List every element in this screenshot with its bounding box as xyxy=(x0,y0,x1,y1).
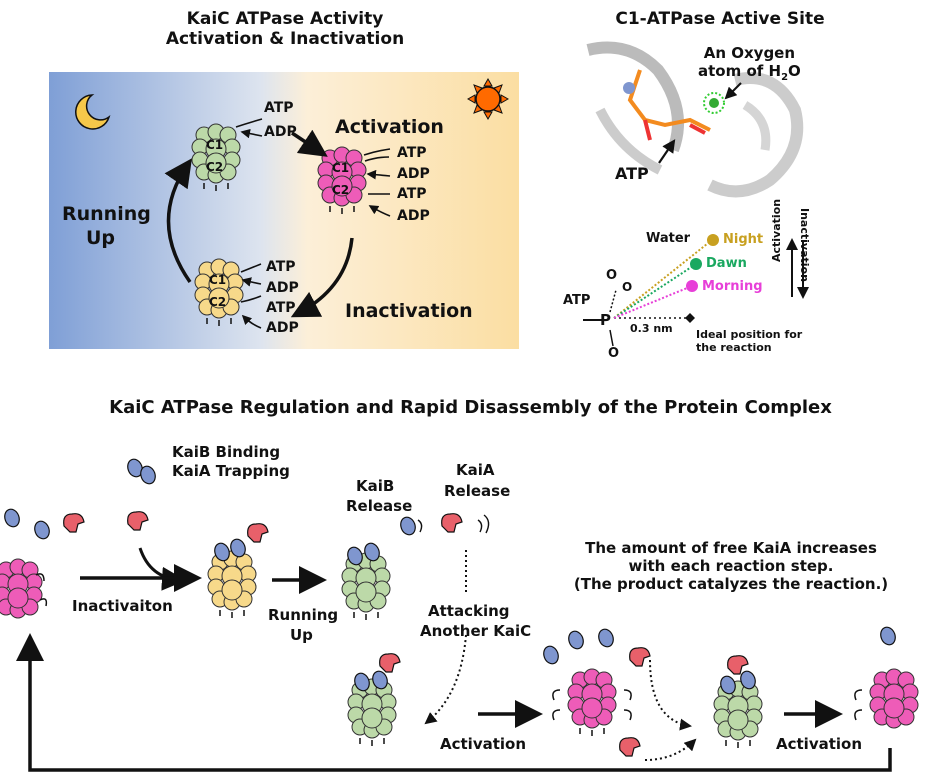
atp-label-pink-2: ATP xyxy=(397,186,427,202)
activation-label: Activation xyxy=(335,116,444,138)
running-up-label-2: Up xyxy=(290,626,313,644)
atp-label-green: ATP xyxy=(264,100,294,116)
panel-a-title: KaiC ATPase Activity Activation & Inacti… xyxy=(100,9,470,49)
oxygen-sub: 2 xyxy=(781,72,789,83)
activation-axis-label: Activation xyxy=(770,198,783,262)
o-label-top: O xyxy=(606,268,618,283)
o-label-mid: O xyxy=(622,280,633,294)
c1-label-pink: C1 xyxy=(332,161,350,175)
morning-label: Morning xyxy=(702,279,763,294)
attacking-label-2: Another KaiC xyxy=(420,622,532,640)
note-line1: The amount of free KaiA increases xyxy=(585,539,877,557)
o-label-bottom: O xyxy=(608,346,620,361)
adp-label-yellow-2: ADP xyxy=(266,320,299,336)
note-line3: (The product catalyzes the reaction.) xyxy=(573,575,889,593)
adp-label-yellow-1: ADP xyxy=(266,280,299,296)
atp-label-yellow-1: ATP xyxy=(266,259,296,275)
panel-c-title: KaiC ATPase Regulation and Rapid Disasse… xyxy=(109,397,832,418)
activation-label-c1: Activation xyxy=(440,735,527,753)
distance-label: 0.3 nm xyxy=(630,322,673,335)
night-label: Night xyxy=(723,232,764,247)
running-up-label-1: Running xyxy=(268,606,339,624)
oxygen-suffix: O xyxy=(788,62,801,80)
panel-a-title-line1: KaiC ATPase Activity xyxy=(186,9,384,29)
atp-label-yellow-2: ATP xyxy=(266,300,296,316)
kaia-release-label-1: KaiA xyxy=(456,461,495,479)
ideal-line2: the reaction xyxy=(696,341,772,354)
c2-label-pink: C2 xyxy=(332,183,350,197)
regulation-cycle xyxy=(0,456,919,772)
free-kaia-note: The amount of free KaiA increases with e… xyxy=(546,539,916,593)
night-dot xyxy=(707,234,719,246)
p-label: P xyxy=(600,311,611,329)
water-label: Water xyxy=(646,231,691,246)
morning-dot xyxy=(686,280,698,292)
atp-schematic-label: ATP xyxy=(563,293,591,308)
c2-label-yellow: C2 xyxy=(209,295,227,309)
c1-label-yellow: C1 xyxy=(209,273,227,287)
panel-a-title-line2: Activation & Inactivation xyxy=(165,29,405,49)
attacking-label-1: Attacking xyxy=(428,602,510,620)
kaia-trapping-label: KaiA Trapping xyxy=(172,462,290,480)
panel-b-title: C1-ATPase Active Site xyxy=(615,9,825,29)
kaib-release-label-1: KaiB xyxy=(356,477,395,495)
adp-label-green: ADP xyxy=(264,124,297,140)
inactivation-axis-label: Inactivation xyxy=(798,208,811,282)
distance-schematic xyxy=(583,234,809,347)
ideal-position-label: Ideal position for the reaction xyxy=(696,328,802,354)
atp-label-pink-1: ATP xyxy=(397,145,427,161)
running-label: Running xyxy=(62,203,151,225)
dawn-label: Dawn xyxy=(706,256,747,271)
sun-icon xyxy=(466,77,510,121)
ideal-line1: Ideal position for xyxy=(696,328,803,341)
up-label: Up xyxy=(86,227,116,249)
oxygen-line1: An Oxygen xyxy=(703,44,796,62)
adp-label-pink-2: ADP xyxy=(397,208,430,224)
dawn-dot xyxy=(690,258,702,270)
inactivation-label: Inactivation xyxy=(345,300,473,322)
oxygen-line2: atom of H2O xyxy=(698,62,801,83)
day-night-background xyxy=(49,72,519,349)
oxygen-label: An Oxygen atom of H2O xyxy=(698,44,801,83)
kaib-binding-label: KaiB Binding xyxy=(172,443,281,461)
oxygen-line2-prefix: atom of H xyxy=(698,62,782,80)
note-line2: with each reaction step. xyxy=(628,557,834,575)
c2-label-green: C2 xyxy=(206,160,224,174)
kaib-release-label-2: Release xyxy=(346,497,413,515)
active-site-structure xyxy=(586,41,804,198)
atp-structure-label: ATP xyxy=(615,164,649,183)
moon-icon xyxy=(75,94,111,130)
activation-label-c2: Activation xyxy=(776,735,863,753)
adp-label-pink-1: ADP xyxy=(397,166,430,182)
c1-label-green: C1 xyxy=(206,138,224,152)
kaia-release-label-2: Release xyxy=(444,482,511,500)
inactivaiton-label: Inactivaiton xyxy=(72,597,173,615)
